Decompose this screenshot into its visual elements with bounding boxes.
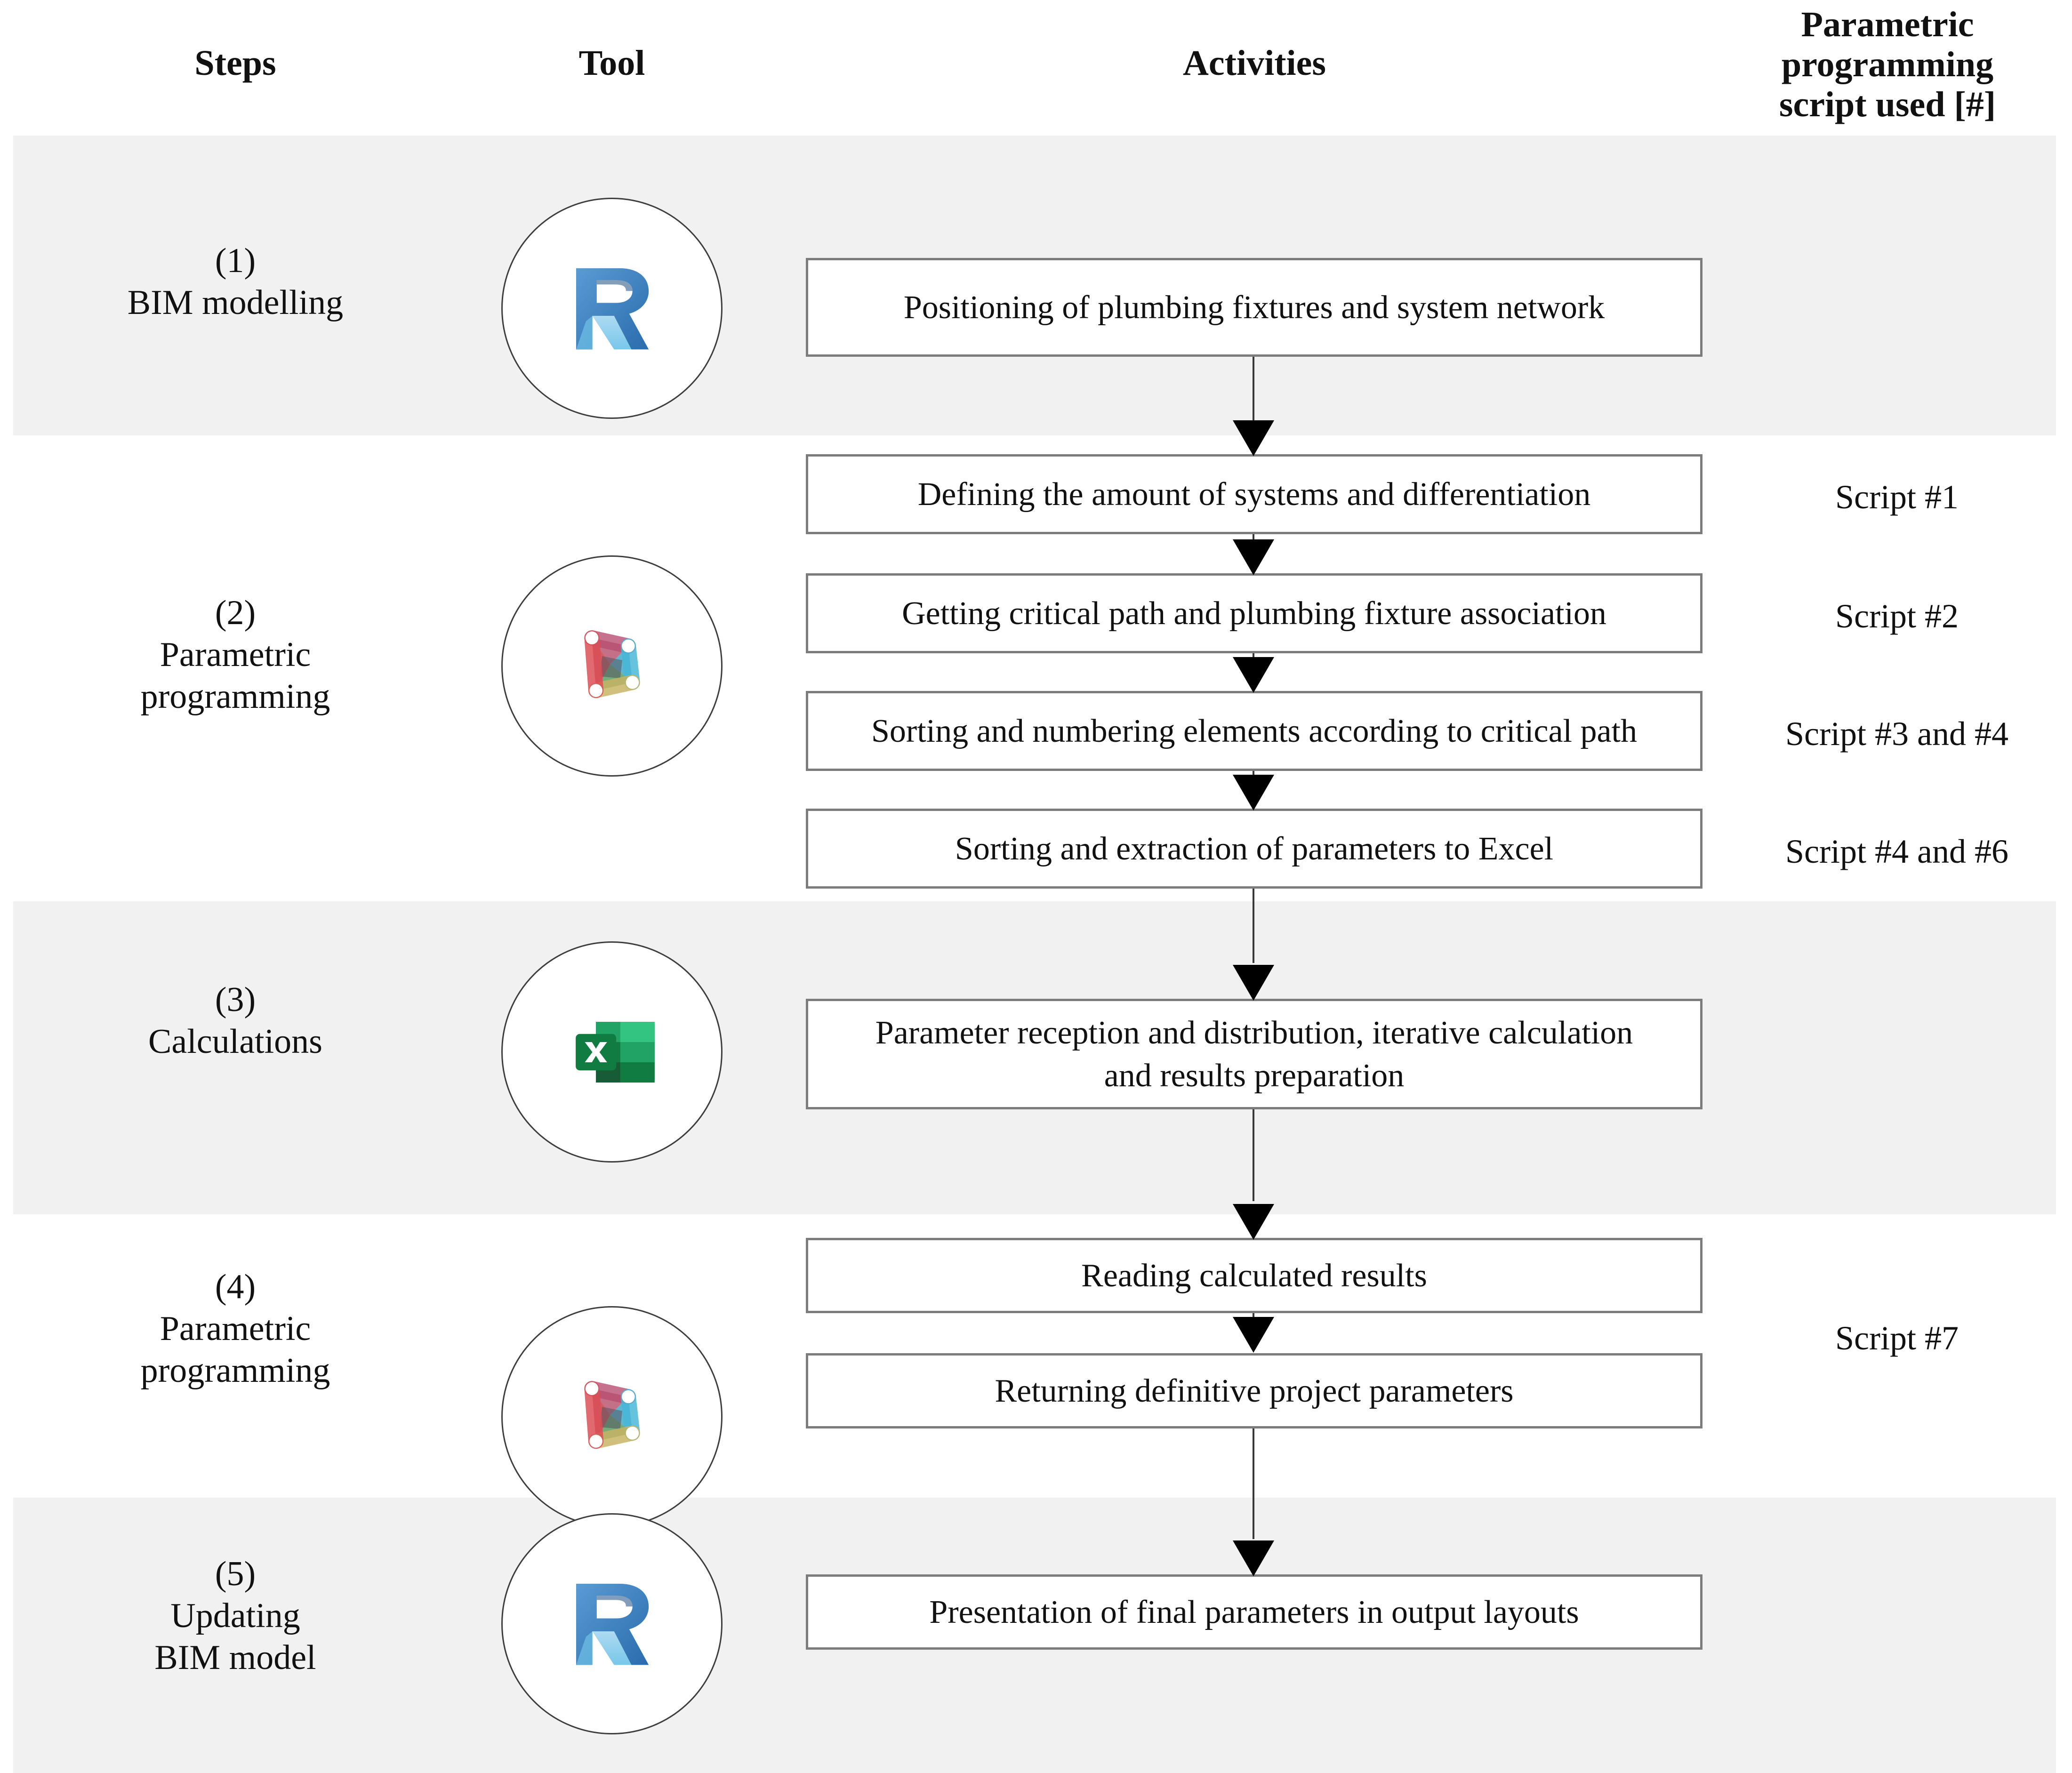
step-3-name: Calculations bbox=[148, 1022, 322, 1061]
header-script-line1: Parametric bbox=[1801, 5, 1974, 44]
step-5-name-line1: Updating bbox=[170, 1596, 300, 1635]
step-2-name-line2: programming bbox=[140, 677, 330, 716]
arrowhead-7-8 bbox=[1233, 1317, 1274, 1353]
step-label-4: (4) Parametric programming bbox=[38, 1266, 433, 1391]
revit-icon bbox=[558, 254, 666, 362]
script-label-1: Script #1 bbox=[1835, 478, 1959, 516]
connector-1-2 bbox=[1253, 357, 1254, 424]
script-label-2: Script #2 bbox=[1835, 597, 1959, 635]
step-2-number: (2) bbox=[215, 594, 256, 632]
activity-box-6[interactable]: Parameter reception and distribution, it… bbox=[806, 999, 1703, 1109]
activity-box-6-line2: and results preparation bbox=[1104, 1057, 1405, 1094]
tool-circle-4 bbox=[501, 1306, 723, 1527]
script-label-4: Script #4 and #6 bbox=[1785, 833, 2008, 870]
header-tool: Tool bbox=[578, 43, 645, 83]
header-activities: Activities bbox=[1183, 43, 1326, 83]
arrowhead-1-2 bbox=[1233, 420, 1274, 456]
step-4-number: (4) bbox=[215, 1268, 256, 1306]
step-3-number: (3) bbox=[215, 980, 256, 1019]
activity-box-4[interactable]: Sorting and numbering elements according… bbox=[806, 691, 1703, 771]
excel-icon bbox=[562, 1002, 663, 1103]
activity-box-2[interactable]: Defining the amount of systems and diffe… bbox=[806, 454, 1703, 534]
table-header: Steps Tool Activities Parametric program… bbox=[0, 0, 2072, 136]
script-label-5: Script #7 bbox=[1835, 1319, 1959, 1357]
revit-icon bbox=[558, 1570, 666, 1678]
step-4-name-line1: Parametric bbox=[160, 1309, 311, 1348]
dynamo-icon bbox=[562, 1366, 663, 1468]
connector-5-6 bbox=[1253, 889, 1254, 963]
dynamo-icon bbox=[562, 616, 663, 717]
activity-box-1[interactable]: Positioning of plumbing fixtures and sys… bbox=[806, 258, 1703, 357]
script-label-3: Script #3 and #4 bbox=[1785, 715, 2008, 753]
step-1-name: BIM modelling bbox=[127, 283, 344, 322]
activity-box-8[interactable]: Returning definitive project parameters bbox=[806, 1353, 1703, 1428]
step-5-name-line2: BIM model bbox=[154, 1638, 316, 1677]
arrowhead-6-7 bbox=[1233, 1204, 1274, 1240]
step-label-5: (5) Updating BIM model bbox=[38, 1553, 433, 1678]
arrowhead-4-5 bbox=[1233, 775, 1274, 810]
header-steps: Steps bbox=[194, 43, 276, 83]
header-script-line2: programming bbox=[1781, 45, 1994, 85]
step-label-3: (3) Calculations bbox=[38, 979, 433, 1063]
activity-box-9[interactable]: Presentation of final parameters in outp… bbox=[806, 1574, 1703, 1650]
step-2-name-line1: Parametric bbox=[160, 635, 311, 674]
activity-box-6-line1: Parameter reception and distribution, it… bbox=[875, 1014, 1633, 1051]
tool-circle-2 bbox=[501, 555, 723, 777]
activity-box-3[interactable]: Getting critical path and plumbing fixtu… bbox=[806, 573, 1703, 653]
activity-box-5[interactable]: Sorting and extraction of parameters to … bbox=[806, 809, 1703, 889]
arrowhead-5-6 bbox=[1233, 965, 1274, 1001]
header-script-line3: script used [#] bbox=[1779, 85, 1996, 125]
header-script-used: Parametric programming script used [#] bbox=[1718, 5, 2057, 125]
activity-box-7[interactable]: Reading calculated results bbox=[806, 1238, 1703, 1313]
step-1-number: (1) bbox=[215, 241, 256, 280]
connector-6-7 bbox=[1253, 1109, 1254, 1201]
step-5-number: (5) bbox=[215, 1555, 256, 1593]
tool-circle-1 bbox=[501, 198, 723, 419]
arrowhead-2-3 bbox=[1233, 539, 1274, 575]
arrowhead-3-4 bbox=[1233, 657, 1274, 693]
tool-circle-5 bbox=[501, 1513, 723, 1734]
step-label-1: (1) BIM modelling bbox=[38, 240, 433, 324]
connector-8-9 bbox=[1253, 1428, 1254, 1539]
step-label-2: (2) Parametric programming bbox=[38, 592, 433, 717]
arrowhead-8-9 bbox=[1233, 1540, 1274, 1576]
tool-circle-3 bbox=[501, 941, 723, 1163]
step-4-name-line2: programming bbox=[140, 1351, 330, 1390]
